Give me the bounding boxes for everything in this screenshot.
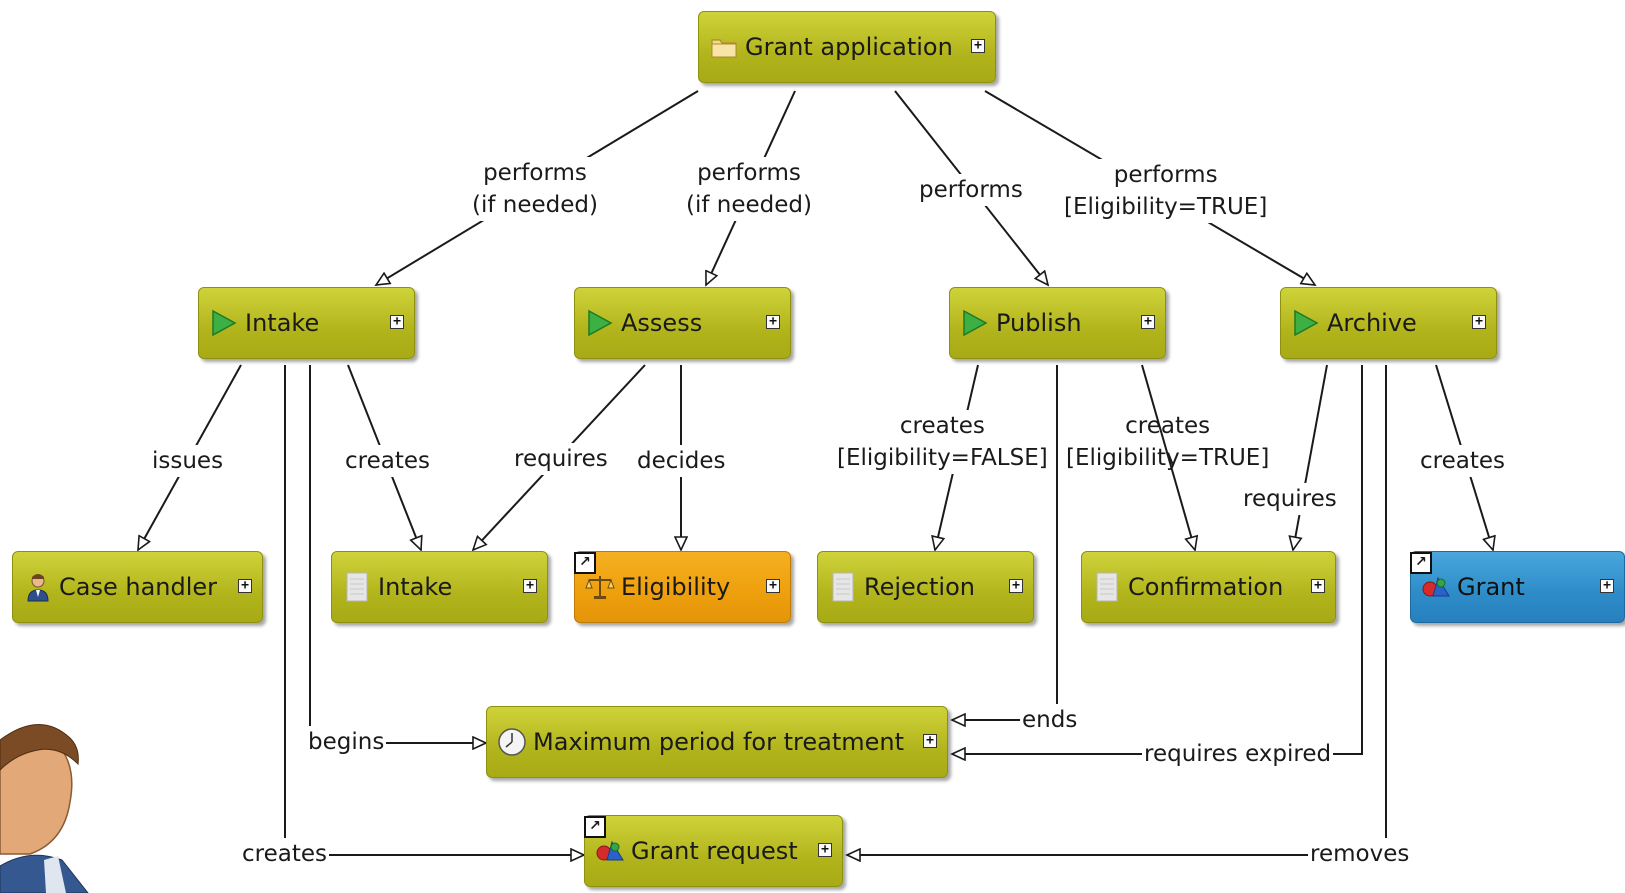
node-label: Intake	[245, 309, 320, 337]
expand-button[interactable]: +	[1472, 315, 1486, 329]
node-label: Maximum period for treatment	[533, 728, 904, 756]
edge-label-ga-intake: performs (if needed)	[470, 157, 600, 221]
edge-label-archive-creates: creates	[1418, 445, 1507, 477]
edge-label-line: performs	[483, 160, 587, 186]
expand-button[interactable]: +	[238, 579, 252, 593]
edge-label-publish-ends: ends	[1020, 704, 1080, 736]
user-avatar-icon	[0, 724, 89, 893]
node-archive[interactable]: Archive +	[1280, 287, 1497, 359]
edge-label-ga-archive: performs [Eligibility=TRUE]	[1062, 159, 1270, 223]
edge-label-assess-requires: requires	[512, 443, 610, 475]
expand-button[interactable]: +	[1141, 315, 1155, 329]
expand-button[interactable]: +	[971, 39, 985, 53]
node-case-handler[interactable]: Case handler +	[12, 551, 263, 623]
edge-label-archive-requires: requires	[1241, 483, 1339, 515]
play-icon	[1291, 308, 1321, 338]
document-icon	[342, 572, 372, 602]
scales-icon	[585, 572, 615, 602]
node-label: Grant	[1457, 573, 1525, 601]
edge-label-line: performs	[1113, 162, 1218, 188]
node-label: Archive	[1327, 309, 1417, 337]
edge-label-archive-requires-expired: requires expired	[1142, 738, 1334, 770]
edge-label-publish-rejection: creates [Eligibility=FALSE]	[835, 410, 1050, 474]
clock-icon	[497, 727, 527, 757]
node-label: Case handler	[59, 573, 218, 601]
play-icon	[960, 308, 990, 338]
node-confirmation[interactable]: Confirmation +	[1081, 551, 1336, 623]
edge-label-line: performs	[697, 160, 801, 186]
node-label: Rejection	[864, 573, 975, 601]
expand-button[interactable]: +	[1009, 579, 1023, 593]
expand-button[interactable]: +	[766, 315, 780, 329]
shortcut-arrow-icon: ↗	[1410, 552, 1432, 574]
node-grant-application[interactable]: Grant application +	[698, 11, 996, 83]
node-label: Eligibility	[621, 573, 731, 601]
node-rejection[interactable]: Rejection +	[817, 551, 1034, 623]
expand-button[interactable]: +	[766, 579, 780, 593]
node-label: Intake	[378, 573, 453, 601]
edge-label-intake-issues: issues	[150, 445, 226, 477]
edge-label-line: creates	[1125, 413, 1211, 439]
edge-label-line: [Eligibility=TRUE]	[1064, 194, 1268, 220]
node-assess[interactable]: Assess +	[574, 287, 791, 359]
edge-label-line: [Eligibility=FALSE]	[837, 445, 1048, 471]
shapes-icon	[595, 836, 625, 866]
edge-archive-requires	[1293, 364, 1328, 550]
shapes-icon	[1421, 572, 1451, 602]
node-intake-document[interactable]: Intake +	[331, 551, 548, 623]
edge-label-line: (if needed)	[686, 192, 812, 218]
expand-button[interactable]: +	[390, 315, 404, 329]
edge-label-publish-confirmation: creates [Eligibility=TRUE]	[1064, 410, 1271, 474]
edge-publish-confirmation	[1141, 364, 1195, 550]
expand-button[interactable]: +	[923, 734, 937, 748]
edge-label-line: (if needed)	[472, 192, 598, 218]
node-label: Grant request	[631, 837, 798, 865]
node-label: Assess	[621, 309, 703, 337]
shortcut-arrow-icon: ↗	[584, 816, 606, 838]
shortcut-arrow-icon: ↗	[574, 552, 596, 574]
node-label: Grant application	[745, 33, 953, 61]
node-grant-request[interactable]: Grant request +	[584, 815, 843, 887]
node-label: Publish	[996, 309, 1082, 337]
edge-label-assess-decides: decides	[635, 445, 728, 477]
node-max-period[interactable]: Maximum period for treatment +	[486, 706, 948, 778]
edge-label-line: [Eligibility=TRUE]	[1066, 445, 1270, 471]
node-eligibility[interactable]: Eligibility +	[574, 551, 791, 623]
edge-label-line: creates	[899, 413, 985, 439]
edge-label-ga-assess: performs (if needed)	[684, 157, 814, 221]
edge-label-intake-begins: begins	[306, 726, 387, 758]
edge-archive-requires-expired	[952, 365, 1363, 754]
node-intake-activity[interactable]: Intake +	[198, 287, 415, 359]
node-grant[interactable]: Grant +	[1410, 551, 1625, 623]
edge-label-intake-creates-doc: creates	[343, 445, 432, 477]
play-icon	[209, 308, 239, 338]
expand-button[interactable]: +	[1311, 579, 1325, 593]
expand-button[interactable]: +	[1600, 579, 1614, 593]
play-icon	[585, 308, 615, 338]
edge-label-intake-creates-request: creates	[240, 838, 329, 870]
document-icon	[1092, 572, 1122, 602]
edge-label-archive-removes: removes	[1308, 838, 1412, 870]
folder-icon	[709, 32, 739, 62]
node-publish[interactable]: Publish +	[949, 287, 1166, 359]
document-icon	[828, 572, 858, 602]
edge-label-ga-publish: performs	[917, 174, 1025, 206]
person-icon	[23, 572, 53, 602]
expand-button[interactable]: +	[523, 579, 537, 593]
node-label: Confirmation	[1128, 573, 1284, 601]
expand-button[interactable]: +	[818, 843, 832, 857]
